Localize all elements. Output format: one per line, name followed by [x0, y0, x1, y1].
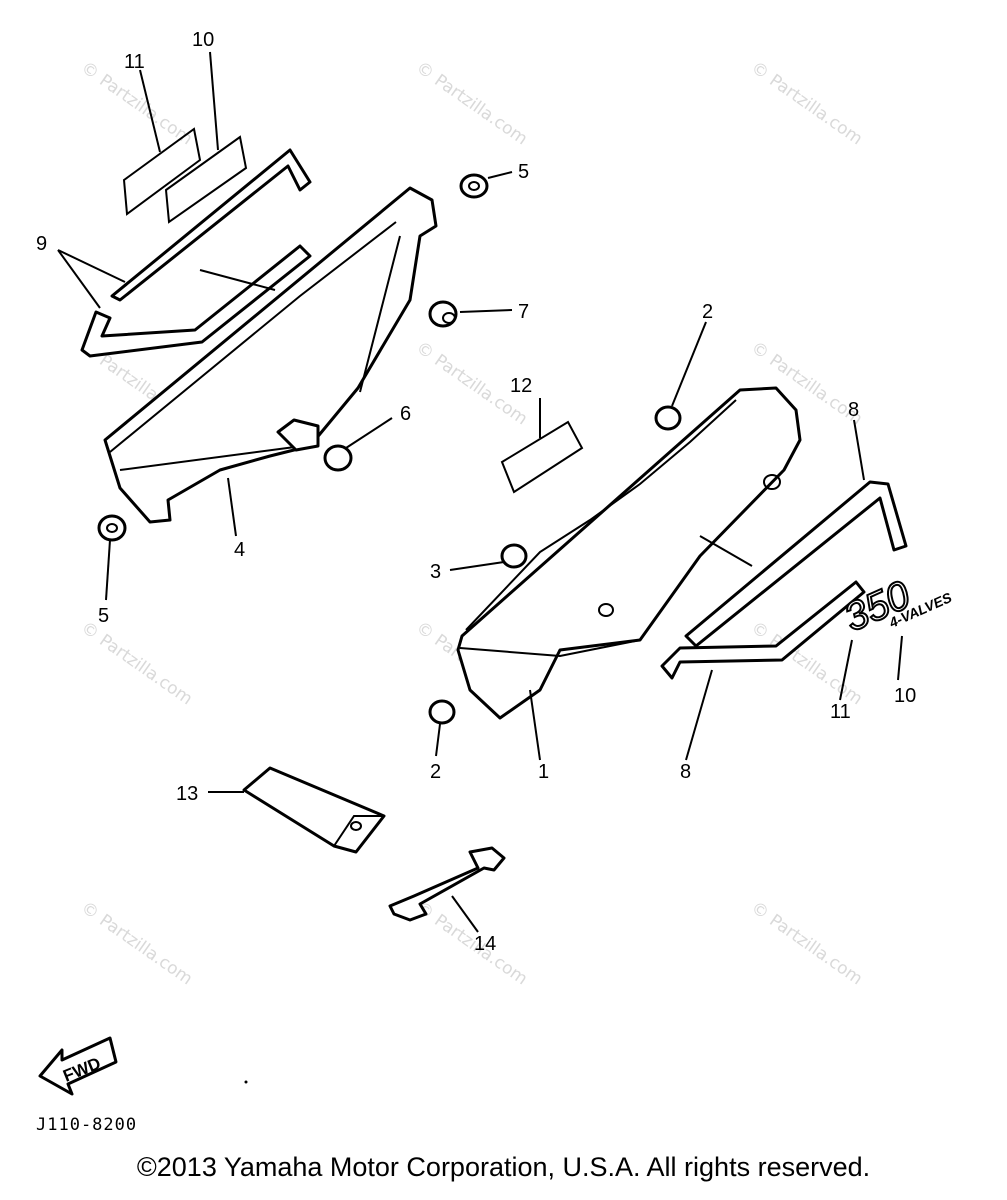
part-8-trim-lower [660, 580, 866, 680]
part-9-trim [110, 148, 312, 302]
dot [244, 1080, 248, 1084]
callout-13: 13 [176, 783, 198, 805]
fwd-arrow: FWD [38, 1036, 118, 1096]
callout-8: 8 [680, 761, 691, 783]
part-10-decal [164, 135, 248, 224]
fwd-arrow-icon [38, 1036, 118, 1096]
callout-12: 12 [510, 375, 532, 397]
watermark: © Partzilla.com [747, 898, 866, 990]
callout-10: 10 [192, 29, 214, 51]
part-7-collar [428, 300, 458, 328]
part-13-hole [350, 821, 362, 831]
part-1-hole [763, 474, 781, 490]
callout-2: 2 [430, 761, 441, 783]
callout-6: 6 [400, 403, 411, 425]
part-3-grommet [500, 543, 528, 569]
callout-4: 4 [234, 539, 245, 561]
callout-8: 8 [848, 399, 859, 421]
part-2-grommet-bottom [428, 699, 456, 725]
part-1-front-edge [459, 639, 641, 658]
part-1-side-cover [456, 386, 802, 720]
part-4-side-cover [103, 186, 438, 524]
part-4-inner-edge [109, 221, 401, 471]
part-8-trim-upper [684, 480, 908, 648]
part-1-hole-lower [598, 603, 614, 617]
watermark: © Partzilla.com [412, 898, 531, 990]
callout-7: 7 [518, 301, 529, 323]
callout-5: 5 [518, 161, 529, 183]
part-14-strap [388, 846, 506, 922]
part-11-decal [122, 127, 202, 216]
part-13-cover [242, 766, 386, 854]
callout-11: 11 [124, 51, 145, 73]
part-1-top-edge [465, 399, 737, 631]
emblem-number: 350 [838, 573, 917, 640]
copyright-notice: ©2013 Yamaha Motor Corporation, U.S.A. A… [136, 1152, 871, 1182]
part-4-detail [199, 269, 276, 291]
part-1-guide [699, 535, 753, 567]
watermark: © Partzilla.com [412, 58, 531, 150]
part-13-edge [333, 815, 384, 847]
callout-9: 9 [36, 233, 47, 255]
callouts: 11 10 9 5 7 6 4 5 12 2 8 3 2 1 8 11 10 1… [36, 29, 916, 955]
diagram-code: J110-8200 [36, 1115, 137, 1135]
leader-lines [57, 51, 903, 933]
callout-5: 5 [98, 605, 109, 627]
callout-1: 1 [538, 761, 549, 783]
watermark: © Partzilla.com [747, 58, 866, 150]
callout-2: 2 [702, 301, 713, 323]
part-6-grommet [323, 444, 353, 472]
watermark: © Partzilla.com [77, 898, 196, 990]
part-12-decal [500, 420, 584, 494]
callout-14: 14 [474, 933, 496, 955]
callout-11: 11 [830, 701, 851, 723]
part-5-grommet-bottom [97, 514, 127, 542]
part-2-grommet-top [654, 405, 682, 431]
watermark: © Partzilla.com [77, 618, 196, 710]
part-9-trim-lower [80, 244, 312, 358]
part-5-grommet-top [459, 173, 489, 199]
callout-3: 3 [430, 561, 441, 583]
part-4-tab [276, 418, 320, 452]
callout-10: 10 [894, 685, 916, 707]
